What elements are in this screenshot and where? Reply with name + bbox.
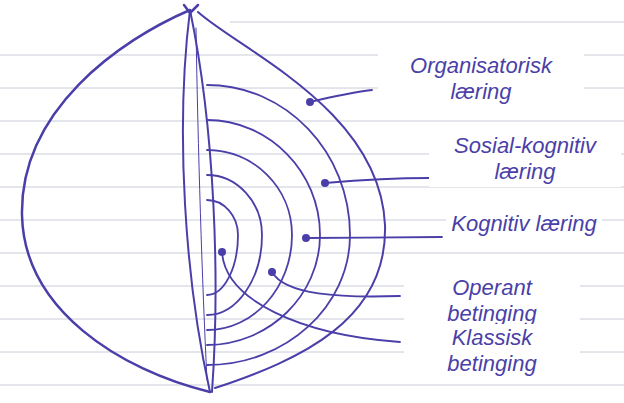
leader-dots — [218, 98, 329, 276]
layer-label: Kognitiv læring — [446, 210, 602, 238]
layer-label: Organisatorisk læring — [378, 52, 584, 107]
onion-drawing — [22, 5, 385, 392]
layer-label: Klassisk betinging — [404, 324, 580, 379]
layer-label: Operant betinging — [404, 274, 580, 329]
notebook-lines — [0, 22, 624, 385]
layer-label: Sosial-kognitiv læring — [429, 132, 621, 187]
